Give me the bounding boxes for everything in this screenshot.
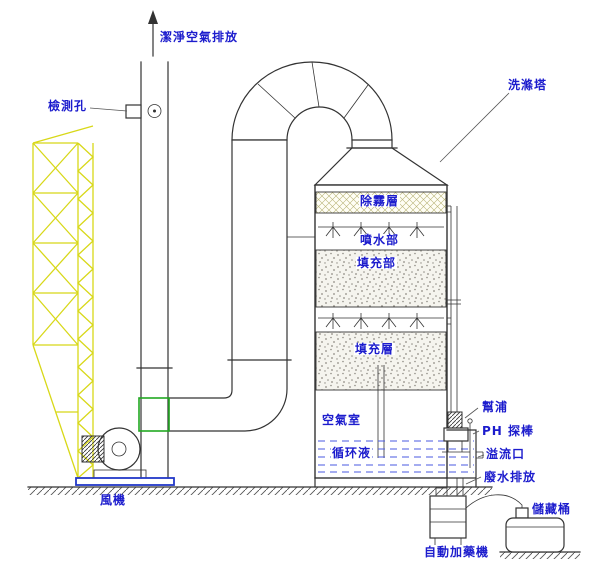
overflow-pipe (476, 451, 484, 459)
label-spray-section: 噴水部 (359, 233, 401, 247)
label-packing-layer: 填充層 (354, 342, 396, 356)
label-storage-tank: 儲藏桶 (532, 502, 572, 516)
label-overflow-port: 溢流口 (486, 447, 526, 461)
tower-shell (314, 184, 448, 479)
dosing-machine (429, 487, 523, 545)
spray-row-1 (318, 222, 444, 238)
tank-inlet-cap (515, 507, 529, 519)
fan-baseplate (75, 477, 175, 486)
spray-row-2 (318, 313, 444, 329)
fan-assembly (75, 397, 175, 486)
pump-sump (446, 429, 477, 488)
label-inspection-port: 檢測孔 (48, 99, 88, 113)
inspection-port (125, 104, 142, 119)
packing-band-2 (315, 331, 447, 391)
downcomer-pipe (377, 365, 385, 458)
label-auto-dosing-machine: 自動加藥機 (424, 545, 490, 559)
label-pump: 幫浦 (482, 400, 509, 414)
fan-base (93, 469, 147, 479)
label-clean-air-outlet: 潔淨空氣排放 (160, 30, 239, 44)
leader-lines (89, 92, 510, 485)
duct-top-bend (231, 61, 393, 141)
pump-body (443, 427, 469, 442)
label-fan: 風機 (100, 493, 127, 507)
storage-tank (505, 507, 565, 553)
label-wastewater-discharge: 廢水排放 (484, 470, 537, 484)
support-truss (32, 125, 94, 479)
pump-assembly (442, 205, 484, 496)
fan-flex-connector (138, 397, 170, 432)
tank-body (505, 517, 565, 553)
fan-motor (81, 435, 105, 463)
duct-down-and-horizontal (168, 139, 315, 432)
label-demister: 除霧層 (359, 194, 401, 208)
wastewater-pipe (456, 478, 464, 496)
label-air-chamber: 空氣室 (322, 413, 362, 427)
label-ph-probe: PH 探棒 (482, 424, 535, 438)
exhaust-stack (125, 10, 173, 479)
tower-hood (313, 147, 449, 186)
label-circulating-liquid: 循环液 (331, 446, 373, 460)
pump-discharge-pipe (447, 205, 461, 412)
pump-motor (447, 411, 463, 429)
dosing-hose (465, 494, 523, 509)
label-packing-section: 填充部 (356, 256, 398, 270)
label-scrubber-tower: 洗滌塔 (508, 78, 548, 92)
